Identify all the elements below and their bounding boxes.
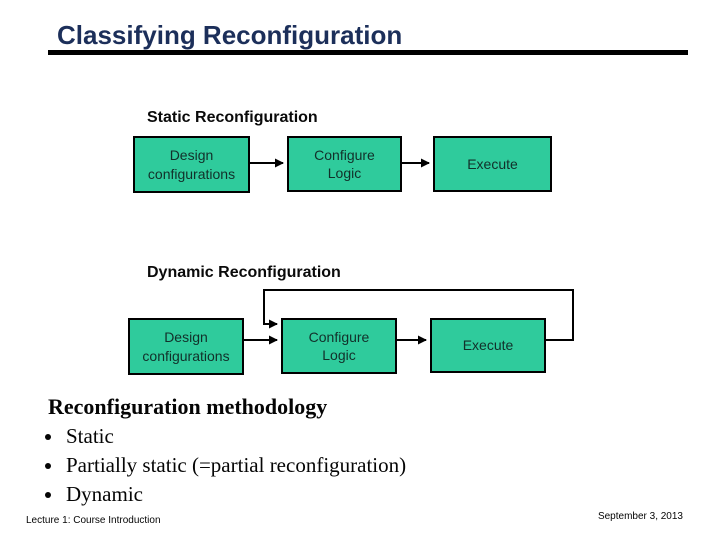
bullet-item: Partially static (=partial reconfigurati… [64, 451, 406, 480]
footer-lecture-label: Lecture 1: Course Introduction [26, 515, 161, 526]
body-text-block: Reconfiguration methodology StaticPartia… [44, 394, 406, 509]
dynamic-reconfiguration-label: Dynamic Reconfiguration [147, 264, 341, 281]
footer-date-label: September 3, 2013 [597, 511, 683, 522]
body-heading: Reconfiguration methodology [48, 394, 328, 419]
flow-box-execute-dynamic: Execute [430, 318, 546, 373]
title-underline-rule [48, 50, 688, 55]
static-reconfiguration-label: Static Reconfiguration [147, 109, 318, 126]
bullet-item: Dynamic [64, 480, 406, 509]
slide-title: Classifying Reconfiguration [57, 20, 403, 50]
bullet-item: Static [64, 422, 406, 451]
flow-box-execute-static: Execute [433, 136, 552, 192]
flow-box-design-configurations-dynamic: Design configurations [128, 318, 244, 375]
bullet-list: StaticPartially static (=partial reconfi… [44, 422, 406, 509]
flow-box-configure-logic-dynamic: Configure Logic [281, 318, 397, 374]
flow-box-configure-logic-static: Configure Logic [287, 136, 402, 192]
flow-box-design-configurations-static: Design configurations [133, 136, 250, 193]
